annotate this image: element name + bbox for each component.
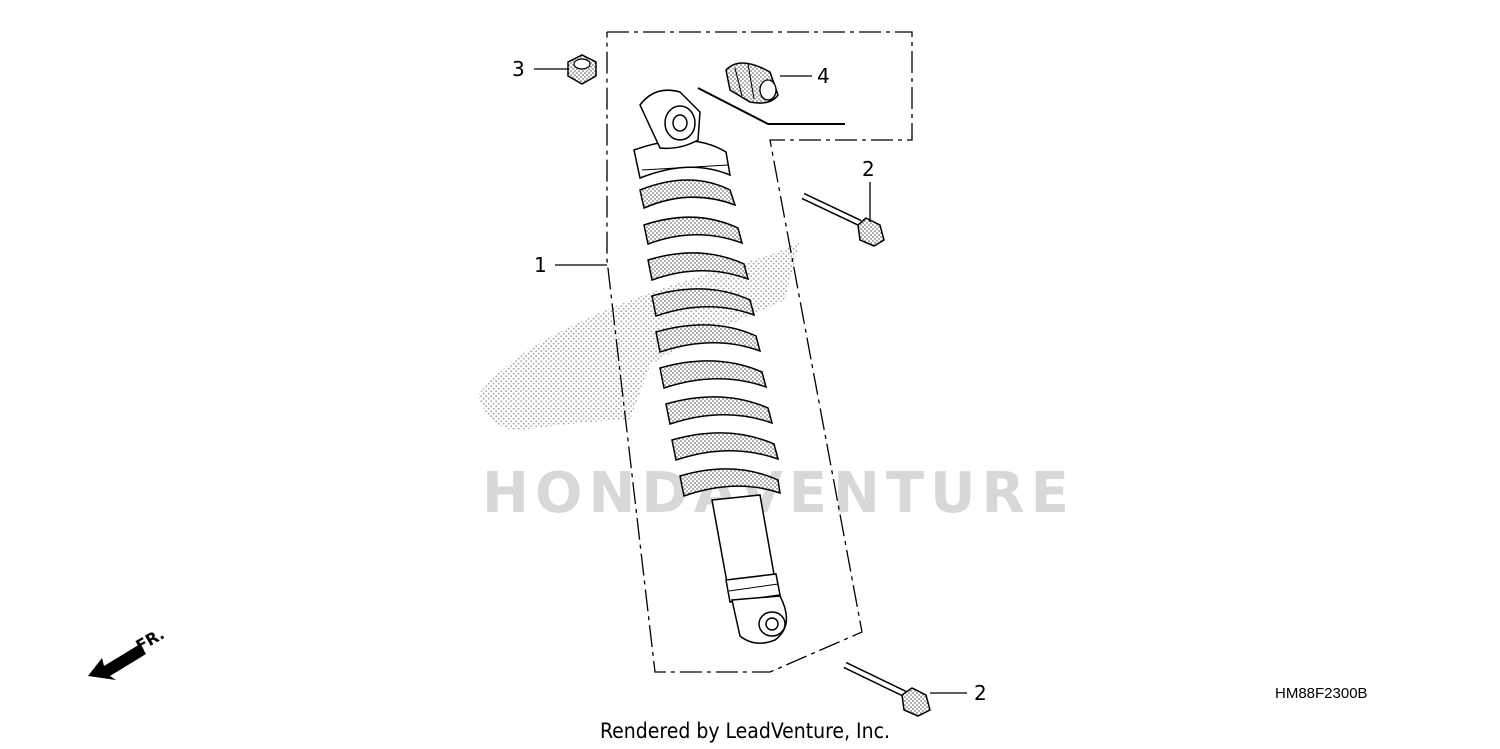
shock-absorber bbox=[633, 89, 788, 644]
bump-rubber bbox=[725, 62, 779, 104]
callout-3-nut: 3 bbox=[512, 57, 525, 81]
flange-nut bbox=[567, 54, 597, 85]
watermark-wing bbox=[478, 240, 800, 430]
leader-lines bbox=[534, 68, 967, 694]
callout-2-bolt-bottom: 2 bbox=[974, 681, 987, 705]
callout-4-bump-rubber: 4 bbox=[817, 64, 830, 88]
watermark-text: HONDAVENTURE bbox=[482, 461, 1075, 526]
callout-2-bolt-top: 2 bbox=[862, 157, 875, 181]
bump-rubber-indicator bbox=[697, 87, 845, 125]
assembly-boundary bbox=[606, 31, 913, 673]
diagram-code: HM88F2300B bbox=[1275, 685, 1368, 702]
callout-1-shock-absorber: 1 bbox=[534, 253, 547, 277]
front-direction-arrow: FR. bbox=[88, 624, 168, 680]
flange-bolt-top bbox=[801, 192, 885, 247]
flange-bolt-bottom bbox=[843, 661, 931, 717]
render-credit: Rendered by LeadVenture, Inc. bbox=[600, 719, 890, 743]
watermark: HONDAVENTURE bbox=[478, 240, 1075, 526]
